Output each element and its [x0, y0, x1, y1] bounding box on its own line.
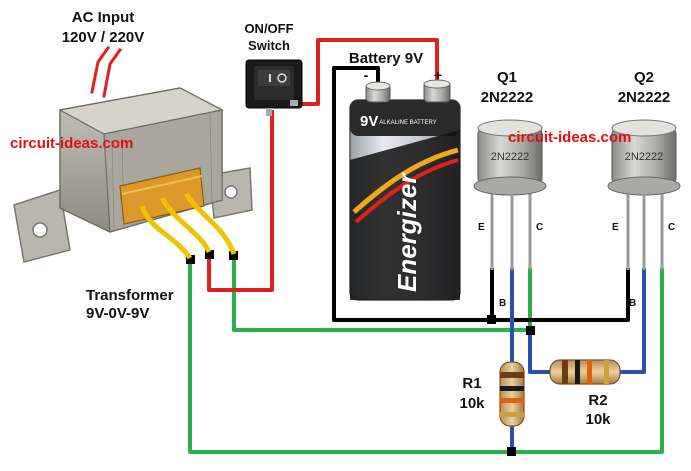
watermark-right: circuit-ideas.com	[508, 129, 631, 146]
junction-dot-q1-collector	[526, 326, 535, 335]
switch-label-line2: Switch	[248, 38, 290, 53]
q2-pin-e: E	[612, 222, 619, 233]
transformer-lead-center	[159, 196, 212, 254]
r2-label: R2	[588, 392, 607, 409]
transformer-lead-right	[183, 192, 237, 255]
transistor-q2	[607, 119, 681, 270]
transformer	[13, 87, 253, 263]
r2-value: 10k	[585, 411, 611, 428]
green-wire-bottom-loop	[188, 258, 664, 454]
q1-label: Q1	[497, 69, 517, 86]
junction-dot-bottom	[507, 447, 516, 456]
q1-pin-c: C	[536, 222, 543, 233]
junction-dot-transformer-right	[229, 251, 238, 260]
junction-dot-transformer-center	[205, 250, 214, 259]
q2-part: 2N2222	[618, 89, 671, 106]
wires	[90, 38, 664, 454]
q2-pin-c: C	[668, 222, 675, 233]
switch-label-line1: ON/OFF	[244, 21, 293, 36]
black-wire-battery-negative	[332, 66, 630, 322]
battery-small-text: ALKALINE BATTERY	[379, 120, 436, 126]
transformer-lead-left	[139, 205, 193, 260]
battery-label: Battery 9V	[349, 50, 423, 67]
ac-input-label: AC Input	[72, 9, 134, 26]
junction-dot-transformer-left	[186, 255, 195, 264]
on-off-switch	[245, 59, 303, 116]
q2-pin-b: B	[629, 298, 636, 309]
green-wire-middle	[232, 254, 532, 332]
blue-wire-r2-left	[528, 328, 552, 374]
q1-part: 2N2222	[481, 89, 534, 106]
q2-label: Q2	[634, 69, 654, 86]
q1-pin-b: B	[499, 298, 506, 309]
q2-body-marking: 2N2222	[625, 151, 664, 163]
q1-body-marking: 2N2222	[491, 151, 530, 163]
battery-plus-label: +	[434, 67, 442, 83]
battery-brand: Energizer	[392, 172, 422, 292]
resistor-r2	[549, 359, 621, 385]
red-wire-switch-loop	[207, 110, 274, 292]
junction-dot-q1-emitter	[487, 315, 496, 324]
resistor-r1	[499, 361, 525, 427]
transformer-rating: 9V-0V-9V	[86, 305, 149, 322]
battery-9v	[349, 79, 461, 301]
transformer-label: Transformer	[86, 287, 174, 304]
r1-label: R1	[462, 375, 481, 392]
blue-wire-r2-right	[618, 268, 646, 374]
red-wire-switch-to-battery	[294, 38, 439, 106]
r1-value: 10k	[459, 395, 485, 412]
ac-input-voltage: 120V / 220V	[62, 29, 145, 46]
transistor-q1	[473, 119, 547, 270]
battery-minus-label: -	[364, 67, 369, 83]
q1-pin-e: E	[478, 222, 485, 233]
ac-input-wire-a	[90, 45, 111, 94]
watermark-left: circuit-ideas.com	[10, 135, 133, 152]
ac-input-wire-b	[102, 47, 123, 98]
junction-dots	[186, 250, 535, 456]
battery-voltage-mark: 9V	[360, 113, 378, 130]
